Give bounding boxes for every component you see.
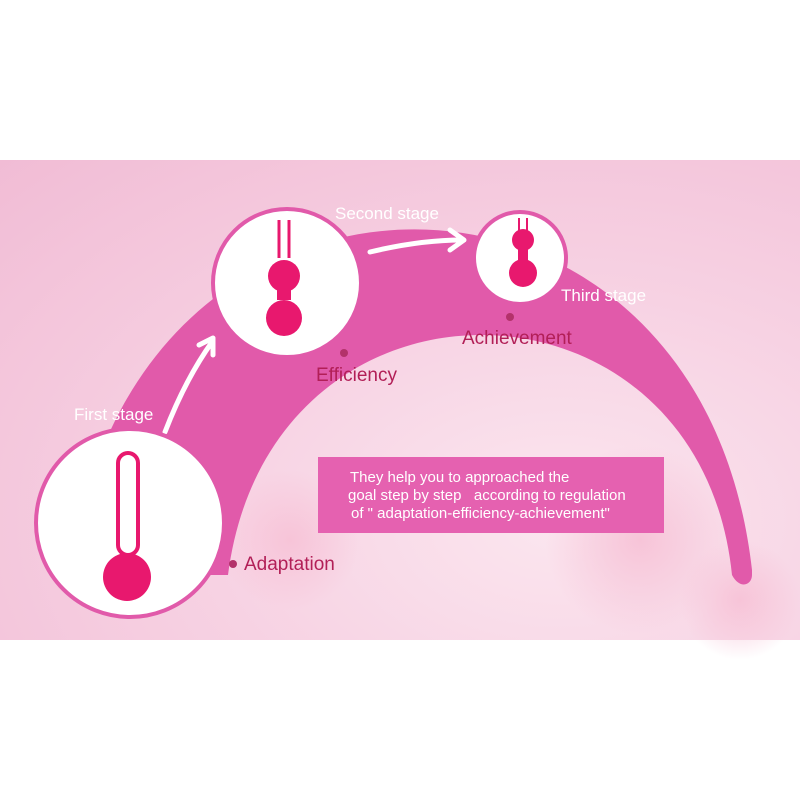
first-stage-label: First stage bbox=[74, 405, 154, 424]
arrow-icon bbox=[367, 227, 467, 255]
achievement-dot bbox=[506, 313, 514, 321]
callout-line-1: They help you to approached the bbox=[350, 469, 570, 486]
callout-line-2: goal step by step according to regulatio… bbox=[348, 487, 626, 504]
single-ball-icon bbox=[103, 451, 151, 601]
efficiency-dot bbox=[340, 349, 348, 357]
third-stage-label: Third stage bbox=[561, 286, 647, 305]
arrow-icon bbox=[162, 335, 216, 435]
small-double-ball-icon bbox=[509, 218, 537, 287]
adaptation-label: Adaptation bbox=[244, 554, 335, 575]
adaptation-dot bbox=[229, 560, 237, 568]
second-stage-label: Second stage bbox=[335, 204, 439, 223]
callout-line-3: of " adaptation-efficiency-achievement" bbox=[351, 505, 610, 522]
efficiency-label: Efficiency bbox=[316, 365, 397, 386]
achievement-label: Achievement bbox=[462, 328, 572, 349]
stage-circle-first bbox=[34, 427, 226, 619]
double-ball-icon bbox=[266, 220, 302, 336]
info-callout: They help you to approached the goal ste… bbox=[318, 457, 664, 533]
